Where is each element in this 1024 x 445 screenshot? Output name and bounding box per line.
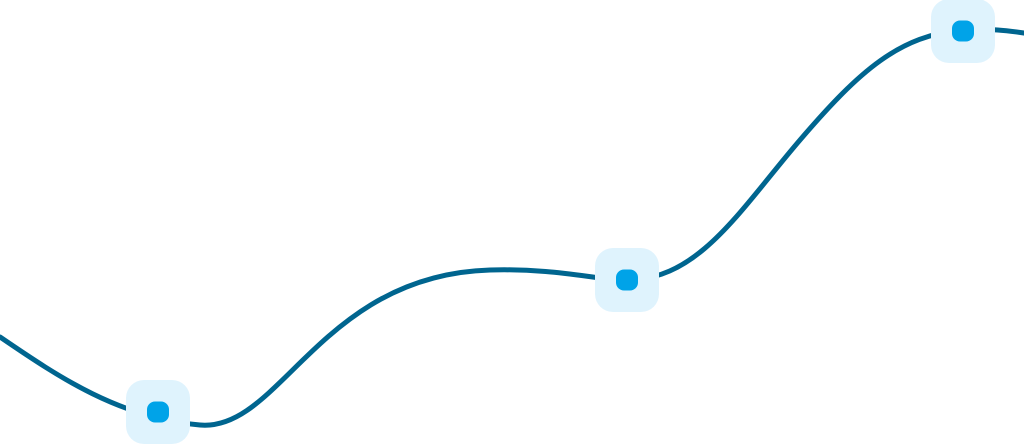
marker-middle	[595, 248, 659, 312]
marker-start	[126, 380, 190, 444]
marker-dot-icon	[952, 20, 974, 42]
marker-dot-icon	[616, 269, 638, 291]
marker-dot-icon	[147, 401, 169, 423]
curve-line	[0, 26, 1024, 428]
marker-end	[931, 0, 995, 63]
